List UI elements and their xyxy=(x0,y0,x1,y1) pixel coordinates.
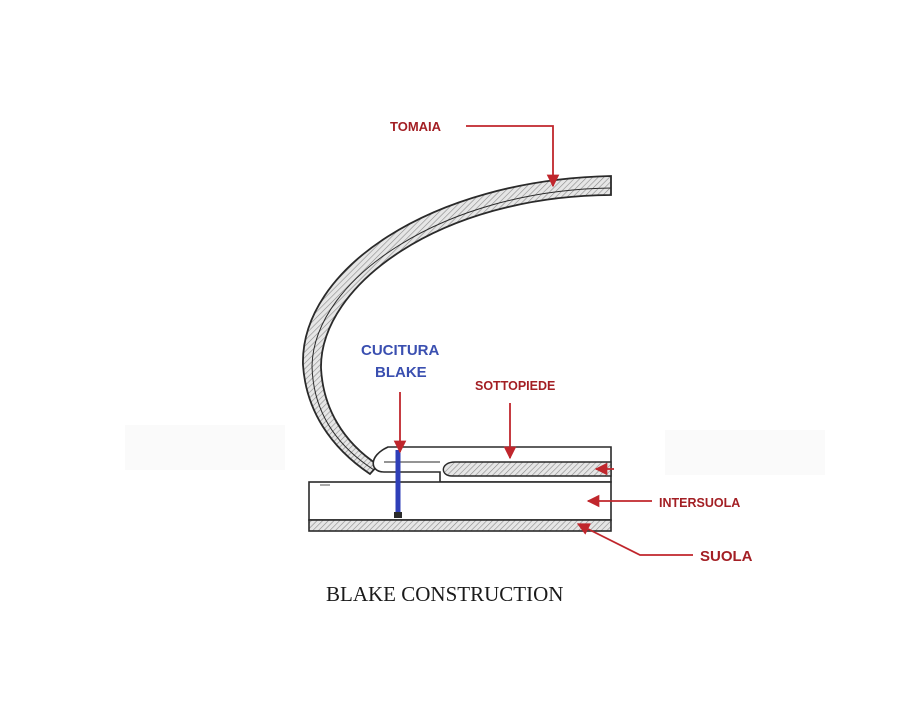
blake-stitch xyxy=(394,450,402,518)
insole-layer xyxy=(384,461,612,477)
label-cucitura-line1: CUCITURA xyxy=(361,342,439,359)
suola-arrow xyxy=(576,523,693,556)
midsole-layer xyxy=(308,481,612,521)
label-cucitura-line2: BLAKE xyxy=(375,364,427,381)
label-suola: SUOLA xyxy=(700,548,753,565)
background-smudges xyxy=(125,425,825,475)
label-sottopiede: SOTTOPIEDE xyxy=(475,379,555,393)
upper-layer xyxy=(302,175,612,476)
label-tomaia: TOMAIA xyxy=(390,119,442,134)
annotation-arrows xyxy=(393,125,693,556)
outsole-layer xyxy=(308,519,612,532)
tomaia-arrow xyxy=(466,125,560,188)
diagram-title: BLAKE CONSTRUCTION xyxy=(326,582,563,606)
label-intersuola: INTERSUOLA xyxy=(659,496,740,510)
